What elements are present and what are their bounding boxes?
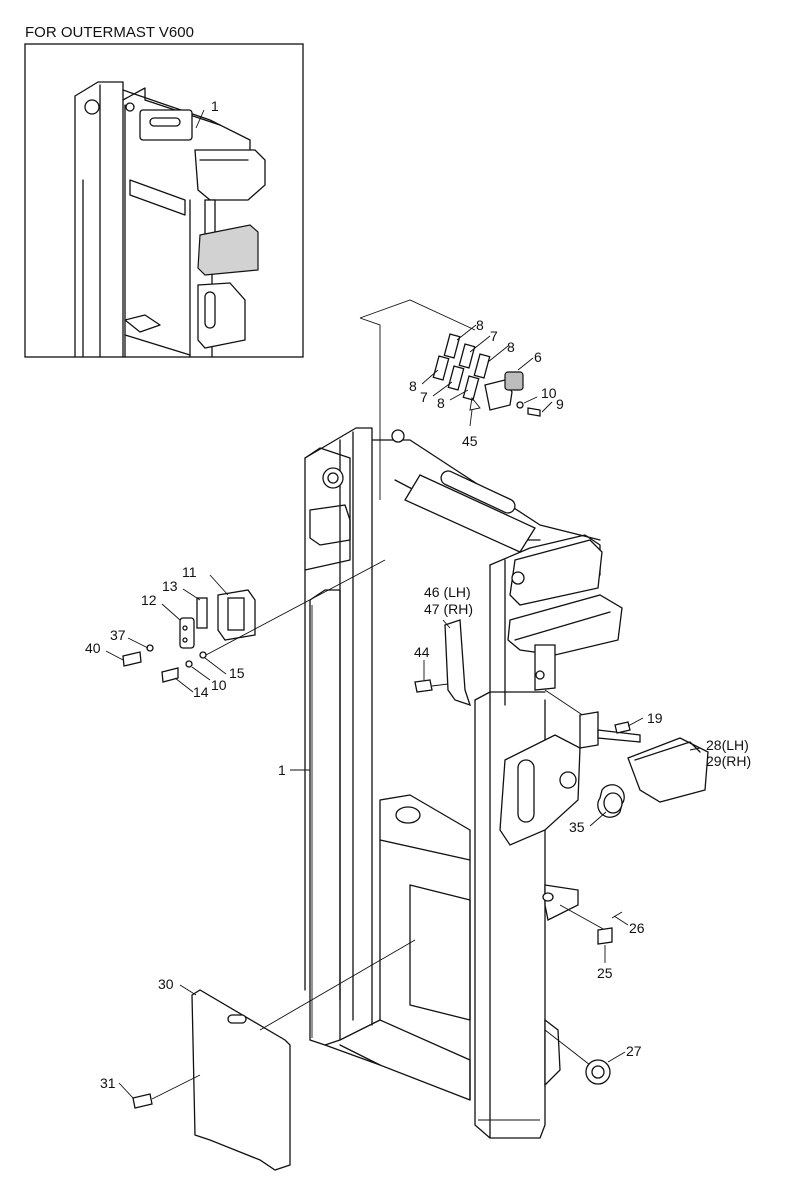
callout-35: 35 <box>569 819 585 835</box>
inset-panel: FOR OUTERMAST V600 1 <box>24 24 304 358</box>
inset-frame <box>24 43 304 358</box>
shim-plates-group <box>359 299 541 500</box>
pins-and-rings <box>544 904 623 1085</box>
stopper-group <box>122 559 386 683</box>
inset-title: FOR OUTERMAST V600 <box>25 24 194 41</box>
callout-27: 27 <box>626 1043 642 1059</box>
callout-8: 8 <box>437 395 445 411</box>
callout-44: 44 <box>414 644 430 660</box>
callout-8: 8 <box>409 378 417 394</box>
inset-mast-drawing <box>74 81 266 358</box>
callout-10: 10 <box>541 385 557 401</box>
callout-7: 7 <box>490 328 498 344</box>
bracket-46-47 <box>414 619 472 707</box>
callout-25: 25 <box>597 965 613 981</box>
callout-1: 1 <box>278 762 286 778</box>
callout-14: 14 <box>193 684 209 700</box>
callout-8: 8 <box>476 317 484 333</box>
callout-47-rh: 47 (RH) <box>424 601 473 617</box>
callout-45: 45 <box>462 433 478 449</box>
callout-9: 9 <box>556 396 564 412</box>
callout-29-rh: 29(RH) <box>706 753 751 769</box>
inset-leader-1 <box>195 109 205 129</box>
callout-15: 15 <box>229 665 245 681</box>
callout-11: 11 <box>182 564 197 580</box>
callout-6: 6 <box>534 349 542 365</box>
inset-callout-1: 1 <box>211 98 219 114</box>
callout-30: 30 <box>158 976 174 992</box>
callout-28-lh: 28(LH) <box>706 737 749 753</box>
callout-26: 26 <box>629 920 645 936</box>
callout-7: 7 <box>420 389 428 405</box>
callout-12: 12 <box>141 592 157 608</box>
callout-10: 10 <box>211 677 227 693</box>
callout-31: 31 <box>100 1075 116 1091</box>
callout-46-lh: 46 (LH) <box>424 584 471 600</box>
callout-labels: 8 7 8 8 7 8 6 10 9 45 11 13 12 37 40 15 … <box>85 317 751 1091</box>
callout-leaders <box>105 324 701 1099</box>
callout-37: 37 <box>110 627 126 643</box>
cover-plate-30 <box>132 939 416 1171</box>
callout-13: 13 <box>162 578 178 594</box>
callout-19: 19 <box>647 710 663 726</box>
outer-mast-frame <box>304 427 623 1139</box>
guard-28-29 <box>544 689 709 818</box>
callout-40: 40 <box>85 640 101 656</box>
callout-8: 8 <box>507 339 515 355</box>
